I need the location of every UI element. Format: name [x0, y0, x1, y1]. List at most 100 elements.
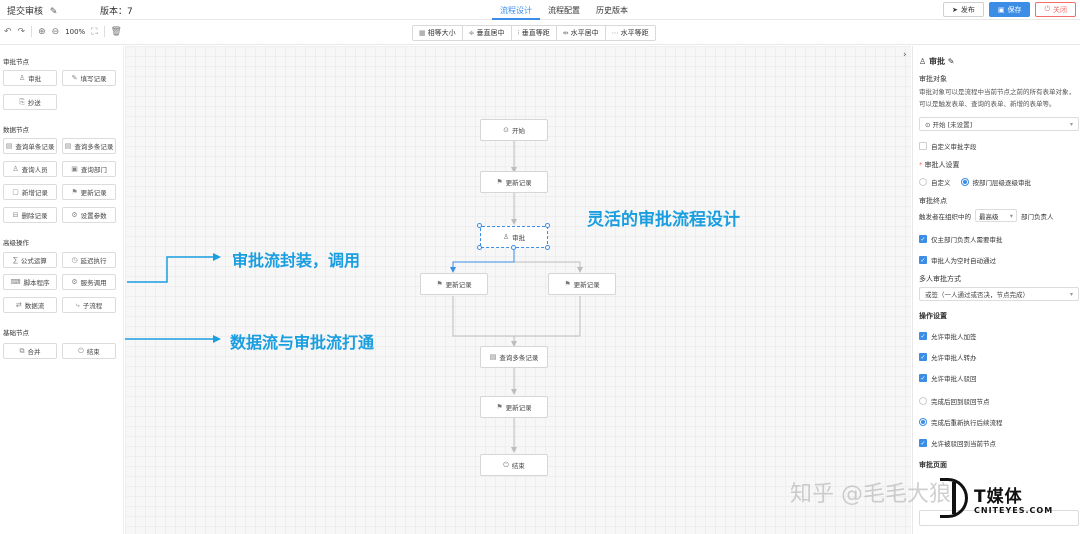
trash-icon[interactable]: 🗑	[110, 26, 122, 37]
flow-connectors	[125, 141, 583, 453]
publish-button[interactable]: ➤发布	[942, 2, 984, 17]
palette-query-user[interactable]: ♙查询人员	[3, 161, 57, 177]
divider	[31, 26, 33, 37]
target-select[interactable]: ⊙ 开始 [未设置]▾	[919, 117, 1079, 131]
palette-script[interactable]: ⌨脚本程序	[3, 274, 57, 290]
tab-flow-design[interactable]: 流程设计	[492, 0, 540, 20]
rerun-subsequent-radio[interactable]: 完成后重新执行后续流程	[919, 417, 1003, 427]
pencil-icon[interactable]: ✎	[944, 57, 955, 66]
play-icon: ⊙	[503, 126, 509, 134]
only-head-checkbox[interactable]: ✓仅主部门负责人需要审批	[919, 235, 1003, 244]
flow-node-query-multi[interactable]: ▤查询多条记录	[480, 346, 548, 368]
horizontal-center-icon: ⇹	[562, 29, 569, 37]
user-icon: ♙	[919, 57, 929, 66]
palette-formula[interactable]: ∑公式运算	[3, 252, 57, 268]
flow-node-start[interactable]: ⊙开始	[480, 119, 548, 141]
palette-add-record[interactable]: ▢新增记录	[3, 184, 57, 200]
palette-delay[interactable]: ◷延迟执行	[62, 252, 116, 268]
top-actions: ➤发布 ▣保存 ⏻关闭	[942, 2, 1076, 17]
zoom-out-icon[interactable]: ⊖	[51, 26, 60, 37]
align-vertical-distribute-button[interactable]: ⁝垂直等距	[512, 26, 557, 40]
palette-subflow[interactable]: ⤷子流程	[62, 297, 116, 313]
page-label: 审批页面	[919, 461, 947, 469]
resize-handle[interactable]	[545, 245, 550, 250]
return-to-reject-radio[interactable]: 完成后回到驳回节点	[919, 396, 990, 406]
merge-icon: ⧉	[19, 346, 25, 355]
palette-cc[interactable]: ⎘抄送	[3, 94, 57, 110]
multi-approve-label: 多人审批方式	[919, 275, 961, 283]
fit-screen-icon[interactable]: ⛶	[91, 26, 98, 37]
palette-set-param[interactable]: ⚙设置参数	[62, 207, 116, 223]
palette-dataflow[interactable]: ⇄数据流	[3, 297, 57, 313]
user-icon: ♙	[502, 233, 510, 241]
flow-node-end[interactable]: ⏻结束	[480, 454, 548, 476]
power-icon: ⏻	[503, 460, 509, 469]
send-icon: ➤	[951, 5, 958, 14]
palette-end[interactable]: ⏻结束	[62, 343, 116, 359]
pencil-icon[interactable]: ✎	[49, 7, 58, 17]
align-horizontal-center-button[interactable]: ⇹水平居中	[557, 26, 606, 40]
properties-panel: › ♙ 审批 ✎ 审批对象 审批对象可以是流程中当前节点之前的所有表单对象，可以…	[903, 46, 1080, 534]
tab-history[interactable]: 历史版本	[596, 6, 628, 15]
palette-approve[interactable]: ♙审批	[3, 70, 57, 86]
save-button[interactable]: ▣保存	[988, 2, 1031, 17]
table-icon: ▤	[5, 142, 13, 150]
equal-size-icon: ▦	[419, 29, 426, 37]
custom-field-checkbox[interactable]: 自定义审批字段	[919, 141, 977, 151]
return-current-checkbox[interactable]: ✓允许被驳回到当前节点	[919, 439, 996, 448]
chevron-right-icon[interactable]: ›	[903, 50, 907, 60]
endpoint-level-select[interactable]: 最高级▾	[975, 209, 1017, 222]
palette-query-dept[interactable]: ▣查询部门	[62, 161, 116, 177]
auto-pass-checkbox[interactable]: ✓审批人为空时自动通过	[919, 256, 996, 265]
multi-approve-select[interactable]: 或签（一人通过或否决，节点完成）▾	[919, 287, 1079, 301]
checkbox-checked-icon: ✓	[919, 332, 927, 340]
palette-service-call[interactable]: ⚙服务调用	[62, 274, 116, 290]
palette-update-record[interactable]: ⚑更新记录	[62, 184, 116, 200]
palette-query-multi[interactable]: ▤查询多条记录	[62, 138, 116, 154]
undo-icon[interactable]: ↶	[4, 26, 12, 37]
radio-selected-icon	[919, 418, 927, 426]
close-button[interactable]: ⏻关闭	[1035, 2, 1076, 17]
site-logo: T媒体 CNITEYES.COM	[938, 476, 1080, 522]
palette-delete-record[interactable]: ⊟删除记录	[3, 207, 57, 223]
flow-node-update-record-2[interactable]: ⚑更新记录	[480, 396, 548, 418]
palette-query-single[interactable]: ▤查询单条记录	[3, 138, 57, 154]
flow-canvas[interactable]: ⊙开始 ⚑更新记录 ♙审批 ⚑更新记录 ⚑更新记录 ▤查询多条记录 ⚑更新记录 …	[125, 46, 911, 534]
radio-custom[interactable]	[919, 178, 927, 186]
annotation-arrow-dataflow	[125, 338, 213, 340]
zoom-level: 100%	[65, 27, 86, 36]
palette-fill-record[interactable]: ✎填写记录	[62, 70, 116, 86]
align-equal-size-button[interactable]: ▦相等大小	[413, 26, 463, 40]
radio-dept-level[interactable]	[960, 178, 969, 186]
resize-handle[interactable]	[545, 223, 550, 228]
zoom-in-icon[interactable]: ⊕	[38, 26, 46, 37]
flow-node-update-left[interactable]: ⚑更新记录	[420, 273, 488, 295]
power-icon: ⏻	[78, 346, 84, 355]
panel-title: ♙ 审批 ✎	[919, 57, 955, 66]
allow-add-sign-checkbox[interactable]: ✓允许审批人加签	[919, 332, 977, 341]
checkbox-icon	[919, 142, 927, 150]
top-bar: 提交审核 ✎ 版本：7 流程设计 流程配置 历史版本 ➤发布 ▣保存 ⏻关闭	[0, 0, 1080, 20]
endpoint-row: 触发者在组织中的 最高级▾ 部门负责人	[919, 209, 1054, 222]
subflow-icon: ⤷	[75, 300, 80, 309]
allow-transfer-checkbox[interactable]: ✓允许审批人转办	[919, 353, 977, 362]
align-horizontal-distribute-button[interactable]: ⋯水平等距	[611, 29, 649, 37]
page-select[interactable]	[919, 510, 1079, 526]
resize-handle[interactable]	[477, 223, 482, 228]
user-icon: ♙	[12, 165, 19, 173]
flow-node-update-right[interactable]: ⚑更新记录	[548, 273, 616, 295]
checkbox-checked-icon: ✓	[919, 439, 927, 447]
palette-merge[interactable]: ⧉合并	[3, 343, 57, 359]
logo-subtext: CNITEYES.COM	[974, 506, 1054, 515]
flow-node-update-record[interactable]: ⚑更新记录	[480, 171, 548, 193]
align-vertical-center-button[interactable]: ≑垂直居中	[463, 26, 512, 40]
logo-mark	[940, 478, 968, 518]
allow-reject-checkbox[interactable]: ✓允许审批人驳回	[919, 374, 977, 383]
tab-flow-config[interactable]: 流程配置	[548, 6, 580, 15]
resize-handle[interactable]	[511, 245, 516, 250]
resize-handle[interactable]	[477, 245, 482, 250]
checkbox-checked-icon: ✓	[919, 256, 927, 264]
approver-radio-group: 自定义 按部门层级逐级审批	[919, 177, 1031, 187]
redo-icon[interactable]: ↷	[17, 26, 26, 37]
dataflow-icon: ⇄	[15, 301, 22, 309]
